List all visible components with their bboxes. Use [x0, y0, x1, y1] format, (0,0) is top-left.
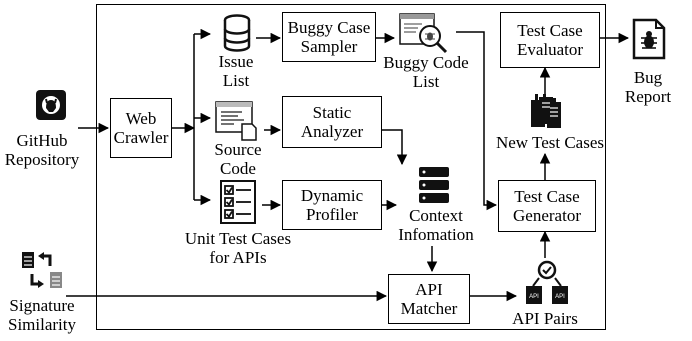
test-case-documents-icon	[531, 94, 561, 128]
source-code-label: Source Code	[214, 140, 262, 178]
web-crawler-box: Web Crawler	[110, 98, 172, 158]
bug-report-document-icon	[632, 18, 666, 60]
buggy-code-list-label: Buggy Code List	[383, 53, 469, 91]
github-icon	[36, 90, 66, 120]
api-left-text: API	[529, 294, 539, 300]
system-boundary	[96, 4, 606, 330]
issue-list-label: Issue List	[218, 52, 254, 90]
unit-test-cases-label: Unit Test Cases for APIs	[184, 229, 292, 267]
checklist-icon	[220, 180, 256, 224]
static-analyzer-box: Static Analyzer	[282, 96, 382, 148]
buggy-case-sampler-box: Buggy Case Sampler	[282, 12, 376, 62]
database-icon	[223, 14, 251, 52]
signature-similarity-label: Signature Similarity	[8, 296, 76, 334]
arrow-buggy-code-to-generator	[456, 31, 498, 211]
signature-swap-icon	[22, 252, 62, 288]
source-code-document-icon	[215, 101, 257, 141]
dynamic-profiler-box: Dynamic Profiler	[282, 180, 382, 230]
bug-search-document-icon	[399, 13, 448, 54]
test-case-generator-box: Test Case Generator	[498, 180, 596, 232]
test-case-evaluator-box: Test Case Evaluator	[500, 12, 600, 68]
server-stack-icon	[419, 167, 449, 203]
api-pairs-label: API Pairs	[512, 309, 578, 328]
github-repository-label: GitHub Repository	[4, 131, 80, 169]
context-information-label: Context Infomation	[398, 206, 474, 244]
new-test-cases-label: New Test Cases	[495, 133, 605, 152]
api-pair-icon: API API	[526, 260, 568, 304]
arrow-analyzer-to-context	[382, 129, 408, 166]
api-matcher-box: API Matcher	[388, 274, 470, 324]
bug-report-label: Bug Report	[624, 68, 672, 106]
api-right-text: API	[555, 294, 565, 300]
